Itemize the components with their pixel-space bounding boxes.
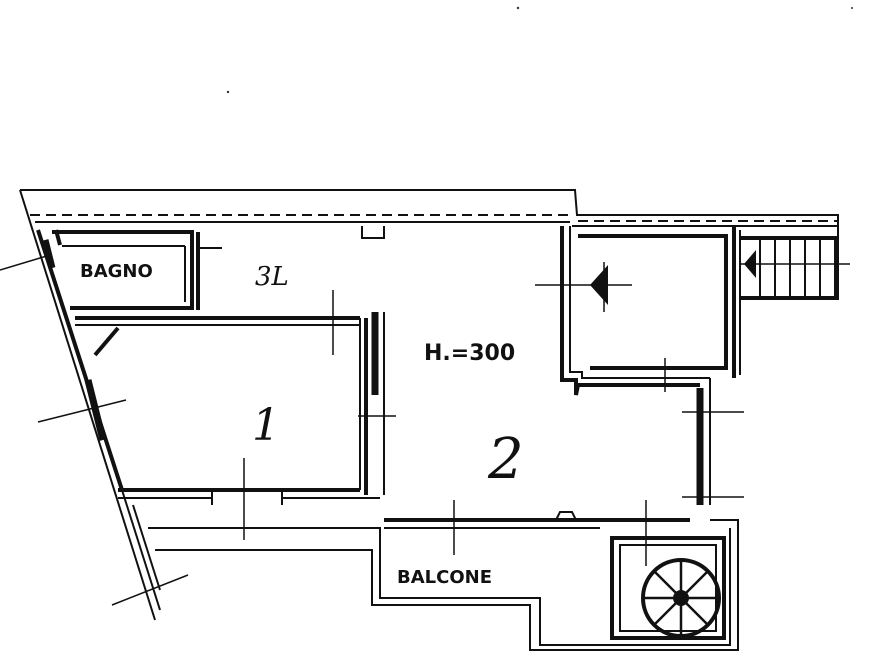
bagno-label: BAGNO (80, 261, 153, 282)
room-2-number: 2 (487, 427, 524, 492)
stair-hall (535, 226, 741, 378)
bagno-room: BAGNO (52, 230, 222, 310)
spiral-stair (610, 536, 726, 640)
balcone-label: BALCONE (397, 567, 492, 588)
sketch-mark: 3L (255, 262, 289, 292)
external-stairs (740, 236, 850, 300)
room-2-height: H.=300 (424, 341, 515, 366)
scan-specks (226, 6, 853, 94)
room-1: 1 (75, 290, 385, 540)
balcone: BALCONE (148, 519, 739, 651)
room-2: H.=300 2 3L (255, 226, 711, 555)
left-wall (36, 229, 161, 611)
dimension-ticks (0, 254, 744, 606)
room-1-number: 1 (252, 400, 280, 451)
